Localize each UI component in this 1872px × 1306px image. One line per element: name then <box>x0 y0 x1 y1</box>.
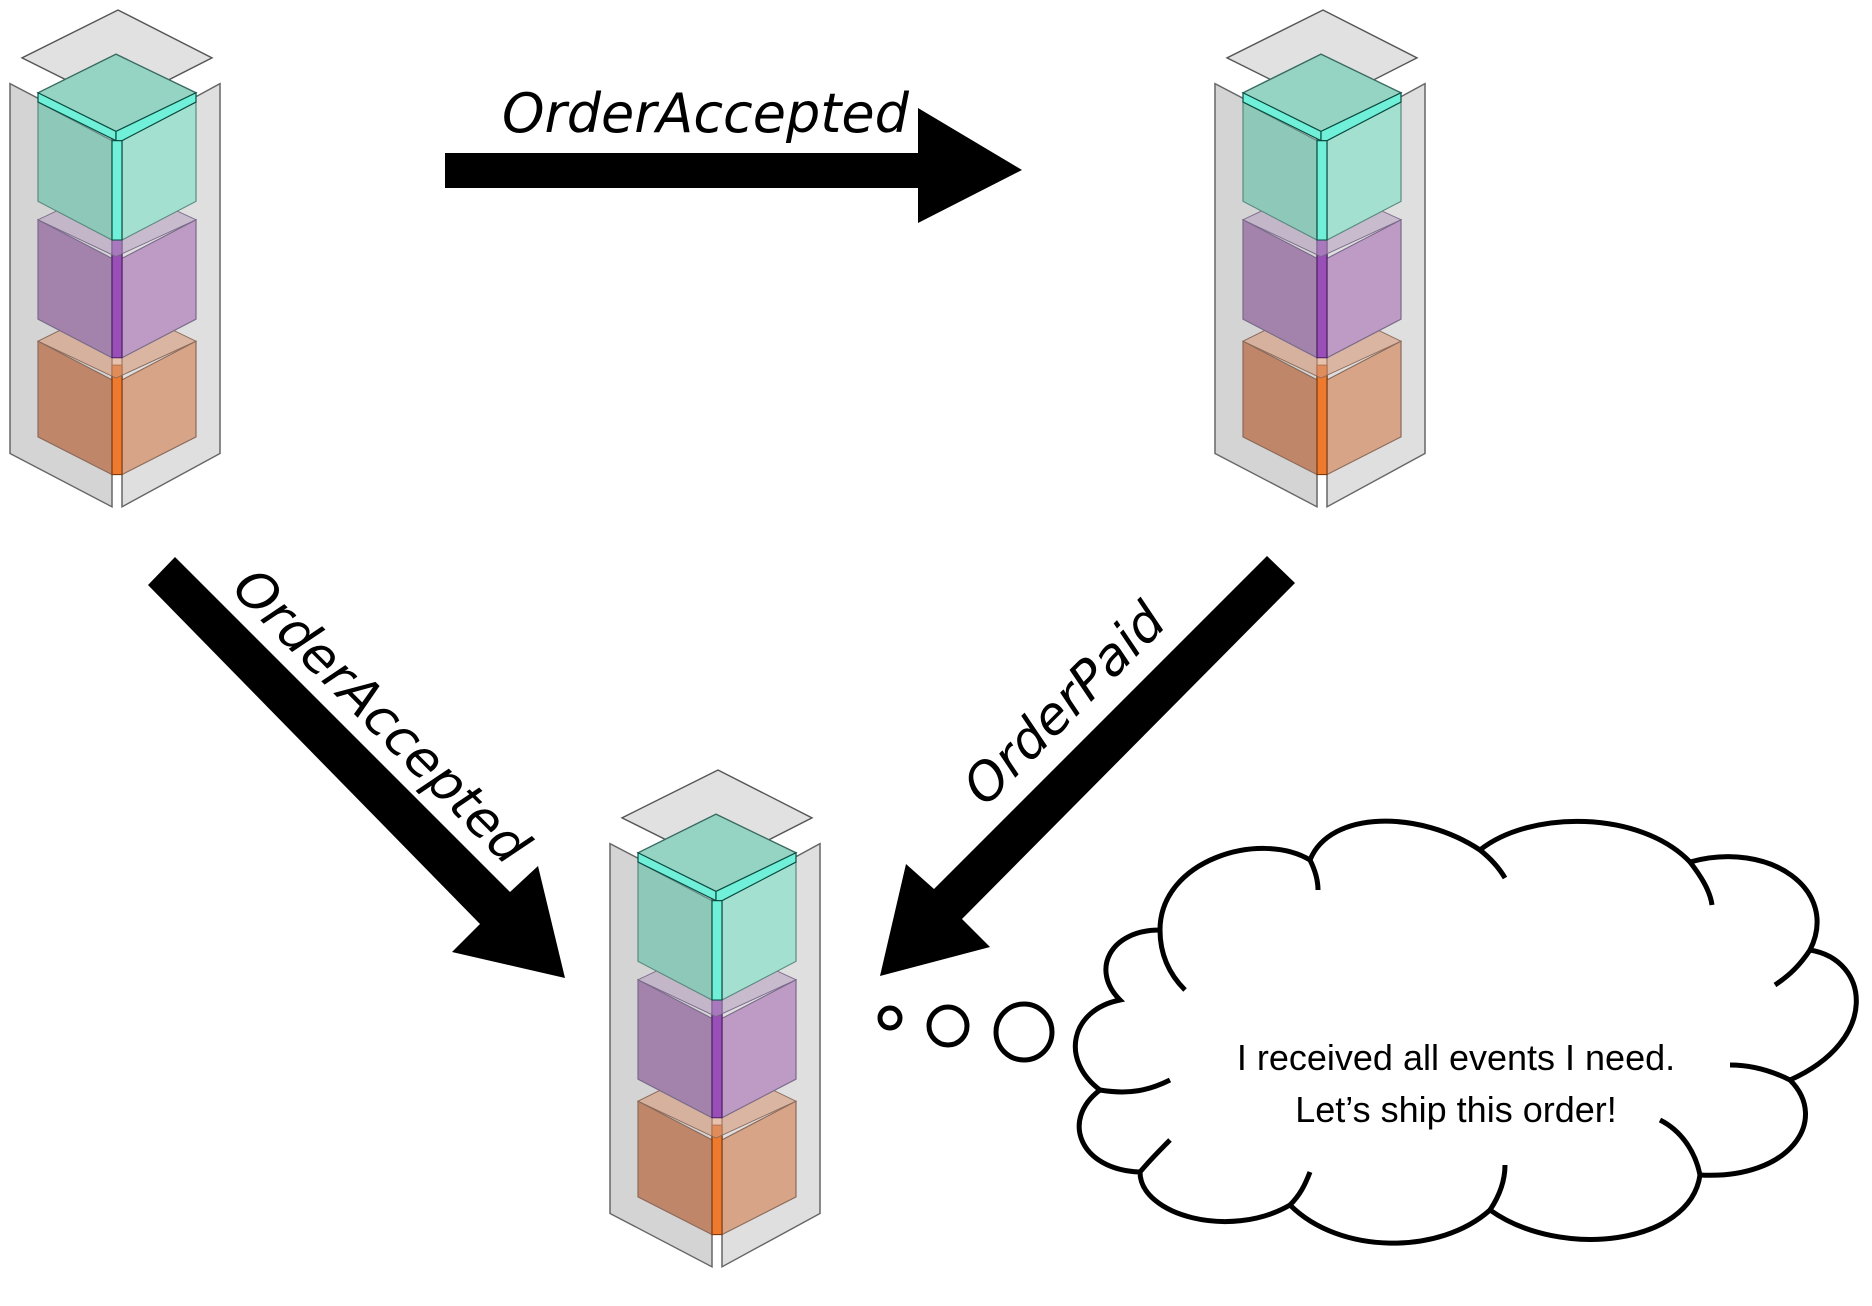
cloud-creases <box>1099 848 1813 1212</box>
thought-text-line2: Let’s ship this order! <box>1295 1089 1617 1130</box>
arrow-top <box>445 108 1022 223</box>
service-bottom <box>609 769 821 1268</box>
thought-dot-small <box>877 1005 903 1031</box>
thought-bubble <box>877 818 1859 1246</box>
thought-dot-large <box>993 1001 1055 1063</box>
thought-cloud <box>1072 818 1859 1246</box>
arrow-left-diag <box>148 557 565 978</box>
event-label-left-diag: OrderAccepted <box>221 557 541 877</box>
thought-dot-medium <box>926 1004 970 1048</box>
service-top-right <box>1214 9 1426 508</box>
arrow-right-diag <box>880 556 1295 976</box>
event-label-top: OrderAccepted <box>502 82 910 145</box>
thought-text-line1: I received all events I need. <box>1237 1037 1675 1078</box>
service-top-left <box>9 9 221 508</box>
